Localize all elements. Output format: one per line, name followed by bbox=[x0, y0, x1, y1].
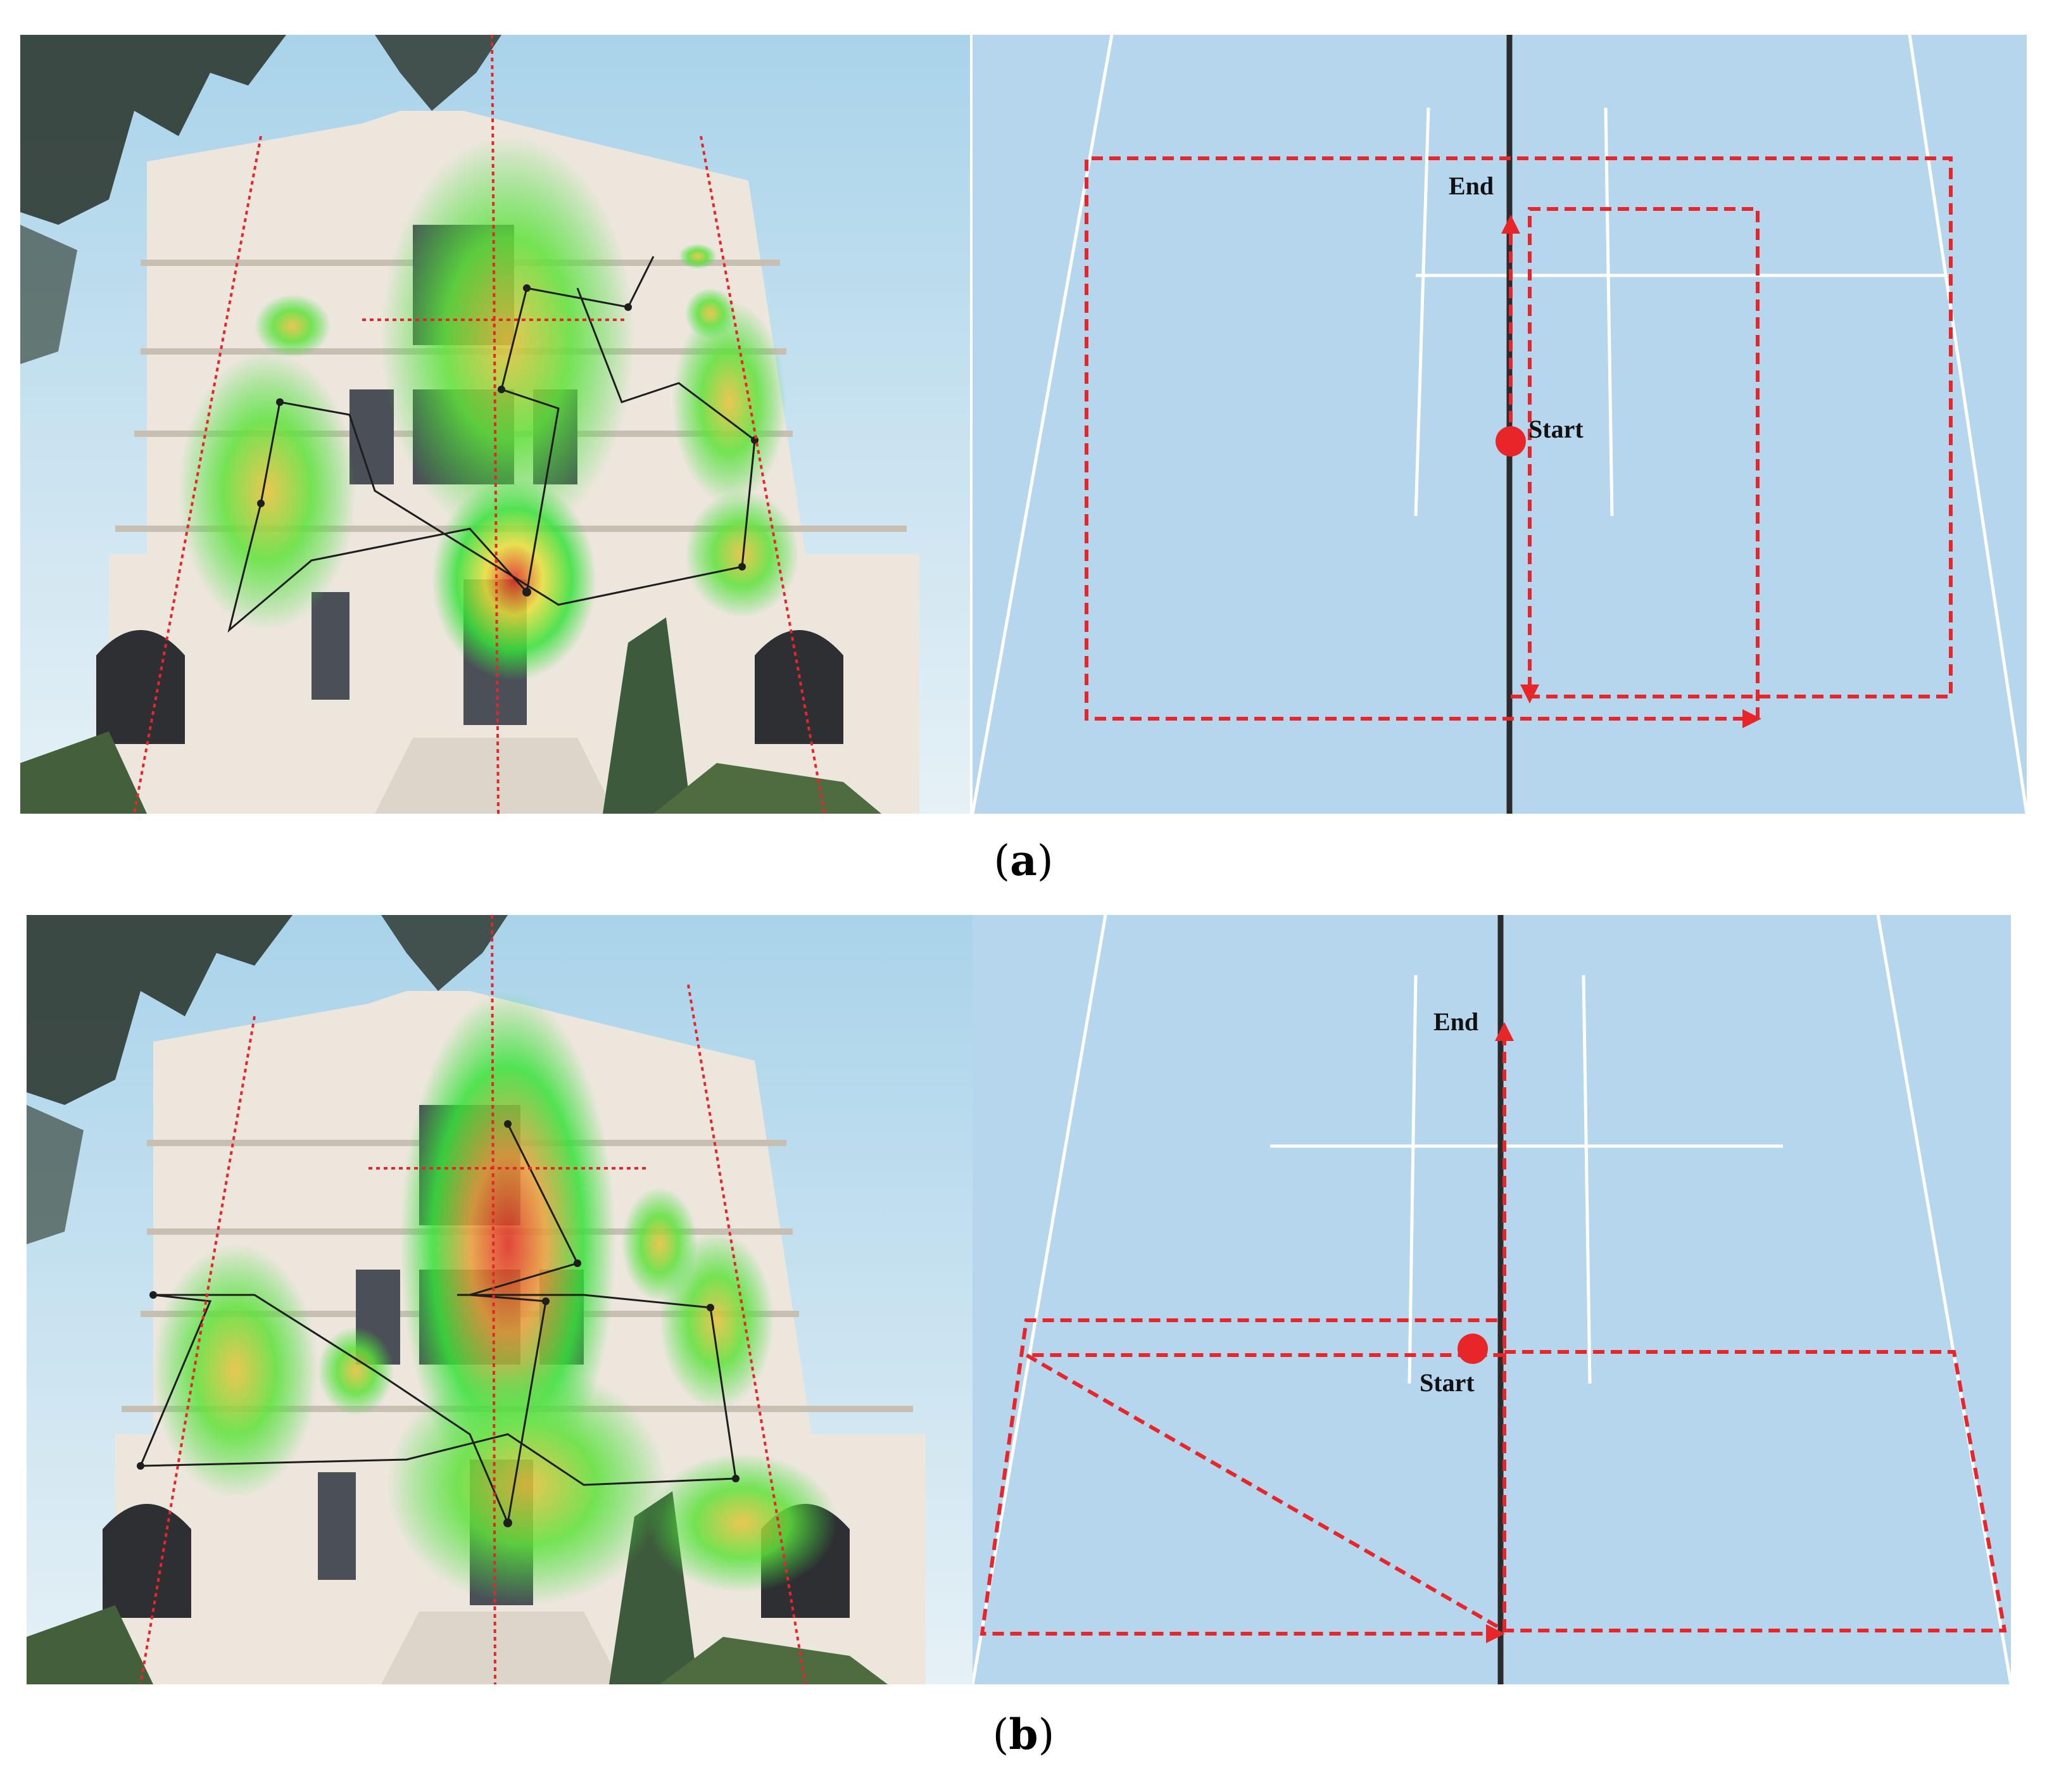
red-guide-lines-b bbox=[139, 915, 807, 1684]
shrubs-right bbox=[660, 1637, 888, 1684]
start-marker-b bbox=[1458, 1334, 1488, 1364]
arched-window-left bbox=[103, 1504, 191, 1618]
heatmap-photo-a-svg bbox=[20, 35, 970, 814]
panel-b: Start End bbox=[0, 915, 2047, 1684]
start-label-b: Start bbox=[1420, 1368, 1475, 1397]
guide-lines-b bbox=[973, 915, 2011, 1684]
start-label-a: Start bbox=[1528, 415, 1584, 443]
stairs bbox=[381, 1612, 622, 1684]
path-diagram-a-svg: Start End bbox=[973, 35, 2027, 814]
end-label-b: End bbox=[1433, 1007, 1478, 1036]
fixation-points-b bbox=[137, 1120, 740, 1527]
heatmap-photo-b bbox=[27, 915, 973, 1684]
shrubs-right bbox=[653, 763, 881, 814]
shrubs-left bbox=[27, 1605, 153, 1684]
tree-foliage-left bbox=[20, 225, 77, 364]
caption-b-letter: b bbox=[1009, 1710, 1038, 1759]
path-diagram-a: Start End bbox=[973, 35, 2027, 814]
arched-window-right bbox=[755, 630, 843, 744]
red-guide-lines-a bbox=[133, 35, 826, 814]
stairs bbox=[375, 738, 615, 814]
caption-a-letter: a bbox=[1010, 836, 1037, 885]
caption-a-open: ( bbox=[993, 836, 1011, 885]
start-marker-a bbox=[1496, 426, 1526, 457]
path-diagram-b: Start End bbox=[973, 915, 2011, 1684]
tree-foliage bbox=[20, 35, 286, 225]
guide-lines-a bbox=[973, 35, 2027, 814]
caption-b: (b) bbox=[0, 1710, 2047, 1767]
caption-b-close: ) bbox=[1038, 1710, 1055, 1759]
path-diagram-b-svg: Start End bbox=[973, 915, 2011, 1684]
cypress-tree bbox=[603, 617, 691, 814]
caption-a-close: ) bbox=[1036, 836, 1054, 885]
walking-path-a bbox=[1085, 156, 1953, 728]
arched-window-left bbox=[96, 630, 185, 744]
walking-path-b bbox=[979, 1022, 2007, 1643]
tree-foliage-top bbox=[381, 915, 508, 991]
shrubs-left bbox=[20, 731, 147, 814]
caption-b-open: ( bbox=[992, 1710, 1009, 1759]
tree-foliage-top bbox=[375, 35, 501, 111]
heatmap-photo-b-svg bbox=[27, 915, 973, 1684]
gaze-scanpath-b bbox=[139, 1123, 737, 1527]
gaze-heatmap-b bbox=[153, 991, 837, 1605]
panel-a: Start End bbox=[0, 35, 2047, 814]
tree-foliage-left bbox=[27, 1105, 84, 1244]
caption-a: (a) bbox=[0, 836, 2047, 893]
tree-foliage bbox=[27, 915, 293, 1105]
heatmap-photo-a bbox=[20, 35, 970, 814]
end-label-a: End bbox=[1449, 172, 1494, 200]
fixation-points-a bbox=[257, 284, 759, 596]
